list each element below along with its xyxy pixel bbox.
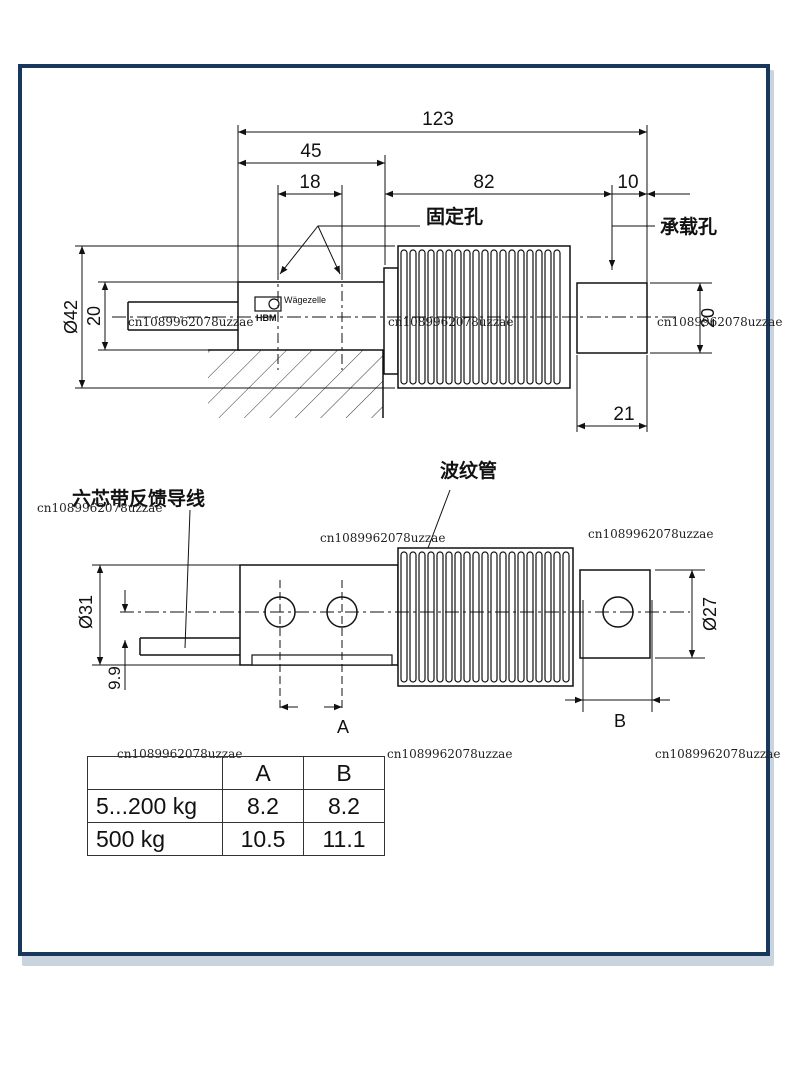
bellows-rib (553, 551, 561, 683)
bellows-rib (427, 551, 435, 683)
bellows-rib (544, 551, 552, 683)
spec-table: A B 5...200 kg 8.2 8.2 500 kg 10.5 11.1 (87, 756, 385, 856)
side-body (239, 564, 399, 666)
dim-18: 18 (299, 172, 320, 193)
watermark: cn1089962078uzzae (657, 315, 782, 329)
table-cell: 11.1 (303, 822, 385, 856)
table-header-a: A (222, 756, 304, 790)
table-cell: 5...200 kg (87, 789, 223, 823)
watermark: cn1089962078uzzae (387, 747, 512, 761)
bellows-rib (508, 551, 516, 683)
support-hatch (208, 350, 383, 418)
bellows-rib (418, 551, 426, 683)
table-cell (87, 756, 223, 790)
label-fix-hole: 固定孔 (426, 205, 483, 228)
label-bellows: 波纹管 (440, 459, 497, 482)
table-header-b: B (303, 756, 385, 790)
dim-20: 20 (84, 306, 104, 326)
watermark: cn1089962078uzzae (128, 315, 253, 329)
table-cell: 10.5 (222, 822, 304, 856)
bellows-rib (499, 551, 507, 683)
dim-b: B (614, 711, 626, 731)
bellows-rib (409, 551, 417, 683)
dim-dia-42: Ø42 (61, 300, 81, 334)
dim-a: A (337, 717, 349, 737)
watermark: cn1089962078uzzae (388, 315, 513, 329)
bellows-rib (472, 551, 480, 683)
label-load-hole: 承载孔 (660, 215, 717, 238)
side-load-end (579, 569, 651, 659)
bellows-rib (553, 249, 561, 385)
dim-10: 10 (617, 172, 638, 193)
table-cell: 8.2 (222, 789, 304, 823)
bellows-rib (454, 551, 462, 683)
table-row: 500 kg 10.5 11.1 (87, 822, 385, 856)
bellows-rib (490, 551, 498, 683)
bellows-rib (463, 551, 471, 683)
load-end (576, 282, 648, 354)
dim-123: 123 (422, 109, 454, 130)
watermark: cn1089962078uzzae (320, 531, 445, 545)
bellows-rib (436, 551, 444, 683)
bellows-rib (562, 551, 570, 683)
dim-right-20: 20 (698, 308, 718, 328)
bellows-rib (526, 551, 534, 683)
bellows-rib (517, 551, 525, 683)
bellows-rib (400, 551, 408, 683)
dim-dia-31: Ø31 (76, 595, 96, 629)
bellows-rib (481, 551, 489, 683)
dim-45: 45 (300, 141, 321, 162)
main-body (237, 281, 391, 351)
top-view (75, 125, 712, 432)
bottom-view (92, 489, 705, 712)
label-cable: 六芯带反馈导线 (72, 487, 205, 510)
table-cell: 8.2 (303, 789, 385, 823)
dim-9-9: 9.9 (105, 666, 124, 690)
watermark: cn1089962078uzzae (37, 501, 162, 515)
table-cell: 500 kg (87, 822, 223, 856)
bellows-rib (445, 551, 453, 683)
dim-dia-27: Ø27 (700, 597, 720, 631)
bellows-rib (535, 551, 543, 683)
bellows-side (397, 547, 574, 687)
bellows-rib (427, 249, 435, 385)
watermark: cn1089962078uzzae (655, 747, 780, 761)
table-row: A B (87, 756, 385, 790)
table-row: 5...200 kg 8.2 8.2 (87, 789, 385, 823)
dim-82: 82 (473, 172, 494, 193)
dim-21: 21 (613, 404, 634, 425)
hbm-logo: HBM (256, 313, 277, 323)
plate-text: Wägezelle (284, 295, 326, 305)
watermark: cn1089962078uzzae (588, 527, 713, 541)
